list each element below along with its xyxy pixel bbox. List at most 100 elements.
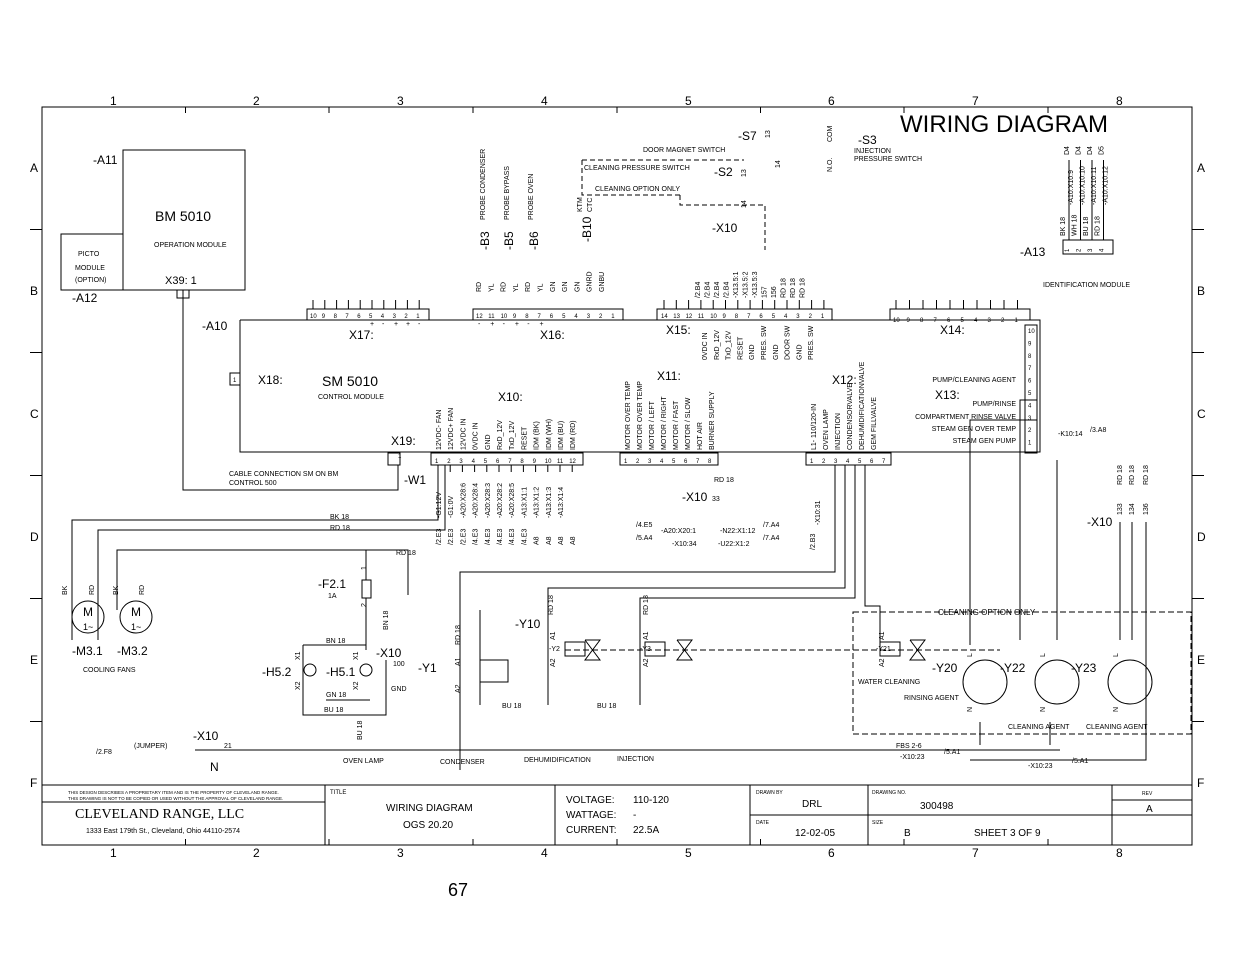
a10-desc: CONTROL MODULE [318, 394, 384, 401]
ref-u22: -U22:X1:2 [718, 541, 750, 548]
y22-l: L [1040, 653, 1047, 657]
x12-signal: L1- 110/120-IN [811, 404, 818, 450]
grid-col-top: 3 [397, 94, 404, 108]
n21-label: 21 [224, 743, 232, 750]
x13-pin: 6 [1028, 379, 1032, 385]
fan-bk18: BK 18 [330, 514, 349, 521]
title-line1: WIRING DIAGRAM [386, 803, 473, 814]
h52-label: -H5.2 [262, 665, 292, 679]
lamp-bu18: BU 18 [324, 707, 344, 714]
company-name: CLEVELAND RANGE, LLC [75, 807, 244, 822]
x11-signal: MOTOR / RIGHT [661, 396, 668, 450]
x12-signal: CONDENSORVALVE [847, 383, 854, 450]
x10-ref: /4.E3 [521, 529, 528, 545]
wattage-value: - [633, 810, 636, 821]
grid-row-left: E [30, 653, 38, 667]
ref-5a4: /5.A4 [636, 535, 652, 542]
x15-signal: GND [796, 344, 803, 360]
x16-pin: 2 [599, 314, 603, 320]
water-cleaning-label: WATER CLEANING [858, 679, 920, 686]
x16-pin: 11 [488, 314, 495, 320]
x16-pin: 5 [562, 314, 566, 320]
x17-pin: 4 [381, 314, 385, 320]
x10-ref: A8 [558, 536, 565, 545]
x10-ref: /4.E3 [473, 529, 480, 545]
x17-polarity: + [370, 321, 374, 328]
grid-col-top: 7 [972, 94, 979, 108]
x10-rd18-3: RD 18 [1143, 465, 1150, 485]
valve-bu18-1: BU 18 [502, 703, 522, 710]
x14-pin: 8 [920, 318, 924, 324]
x16-pin: 6 [550, 314, 554, 320]
x16-pin: 10 [501, 314, 508, 320]
x14-pin: 1 [1015, 318, 1019, 324]
y2-rd18: RD 18 [548, 595, 555, 615]
x11-pin: 4 [660, 459, 664, 465]
grid-row-left: C [30, 407, 39, 421]
cleaning-pressure-label: CLEANING PRESSURE SWITCH [584, 165, 690, 172]
grid-row-left: D [30, 530, 39, 544]
x16-label: X16: [540, 328, 565, 342]
x10-ref2: -G1:12V [436, 492, 443, 518]
title-label: TITLE [330, 790, 346, 796]
x10-ref: A8 [534, 536, 541, 545]
x14-pin: 5 [961, 318, 965, 324]
a13-col: D4 [1076, 146, 1083, 155]
x16-pin: 8 [525, 314, 529, 320]
x13-pin: 5 [1028, 391, 1032, 397]
x14-label: X14: [940, 323, 965, 337]
x15-pin: 7 [747, 314, 751, 320]
grid-row-right: D [1197, 530, 1206, 544]
x10-signal: 12VDC IN [460, 418, 467, 450]
a13-target: -A10:X10:11 [1091, 166, 1098, 205]
y22-n: N [1040, 707, 1047, 712]
x10-ref: /2.E3 [448, 529, 455, 545]
x10-signal: IDM (WH) [546, 419, 553, 450]
x13-pin: 1 [1028, 441, 1032, 447]
ref-5a1-1: /5.A1 [944, 749, 960, 756]
m31-label: -M3.1 [72, 644, 103, 658]
x10-signal: 12VDC- FAN [436, 410, 443, 450]
x13-signal: COMPARTMENT RINSE VALVE [915, 414, 1016, 421]
x10-ref2: -A20:X28:6 [460, 483, 467, 518]
n33-label: 33 [712, 496, 720, 503]
fan-rd18: RD 18 [330, 525, 350, 532]
x11-signal: BURNER SUPPLY [709, 391, 716, 450]
x17-polarity: - [418, 321, 421, 328]
h52-x1: X1 [295, 651, 302, 660]
x13-pin: 3 [1028, 416, 1032, 422]
x10-signal: RxD_12V [497, 420, 504, 450]
x10-pin: 12 [569, 459, 576, 465]
x12-pin: 7 [882, 459, 886, 465]
y10-label: -Y10 [515, 617, 541, 631]
x10-pin: 3 [459, 459, 463, 465]
x15-pin: 8 [735, 314, 739, 320]
s7-14: 14 [775, 160, 782, 168]
gnd-label: GND [391, 686, 407, 693]
a11-conn: X39: 1 [165, 275, 197, 287]
x10-ref: A8 [546, 536, 553, 545]
x17-pin: 1 [416, 314, 420, 320]
x10-ref: /4.E3 [509, 529, 516, 545]
picto-module-box [60, 233, 124, 291]
x12-pin: 6 [870, 459, 874, 465]
n100-label: 100 [393, 661, 405, 668]
x16-pin: 7 [538, 314, 542, 320]
ref-a20x20: -A20:X20:1 [661, 528, 696, 535]
current-label: CURRENT: [566, 825, 617, 836]
s2-13: 13 [741, 169, 748, 177]
w1-label: -W1 [404, 473, 426, 487]
x10-pin: 11 [557, 459, 564, 465]
x11-rd18: RD 18 [714, 477, 734, 484]
ref-5a1-2: /5.A1 [1072, 758, 1088, 765]
x10-pin: 10 [545, 459, 552, 465]
a11-name: BM 5010 [155, 208, 211, 224]
grid-col-bottom: 8 [1116, 846, 1123, 860]
com-label: COM [827, 126, 834, 143]
cleaning-option-only-label: CLEANING OPTION ONLY [938, 608, 1036, 617]
cleaning-agent-label-1: CLEANING AGENT [1008, 724, 1070, 731]
x16-polarity: - [527, 321, 530, 328]
x15-pin: 9 [723, 314, 727, 320]
x11-signal: HOT AIR [697, 422, 704, 450]
a10-name: SM 5010 [322, 373, 378, 389]
